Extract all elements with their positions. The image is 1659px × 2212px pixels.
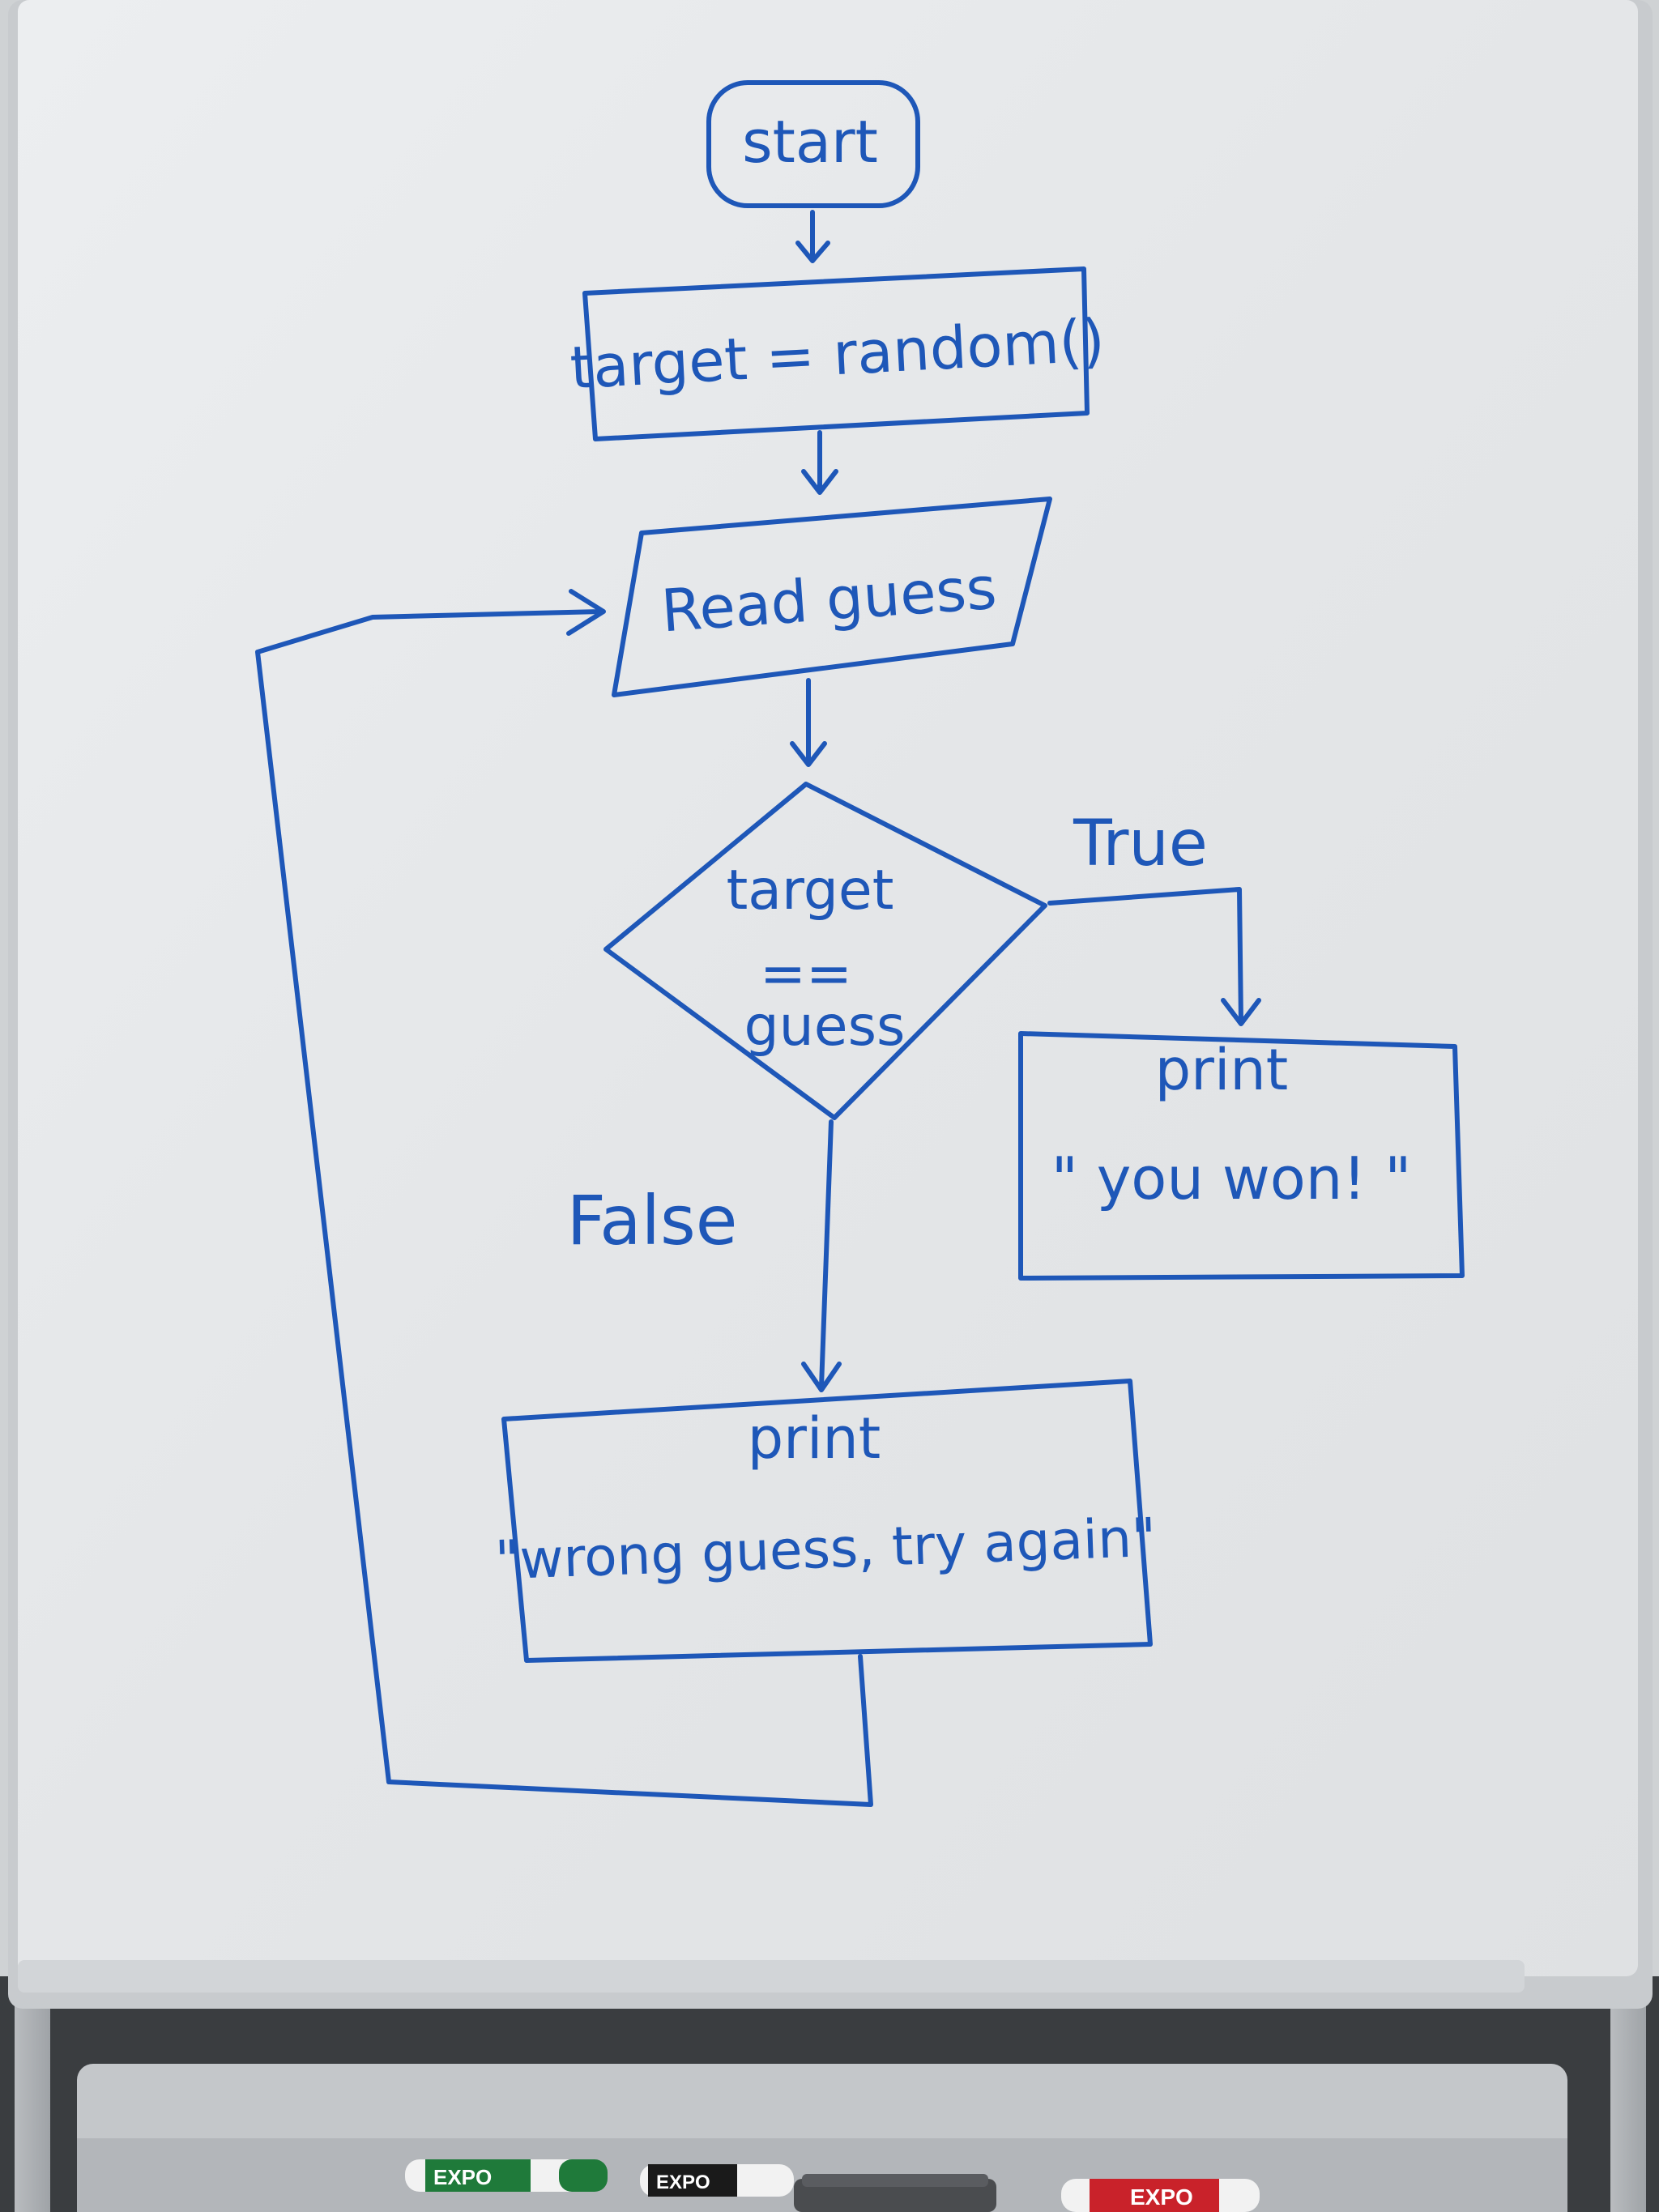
decision-line-3: guess (744, 995, 906, 1059)
red-marker-brand: EXPO (1130, 2184, 1193, 2210)
black-marker-brand: EXPO (656, 2172, 710, 2193)
arrow-start-to-init (795, 210, 830, 263)
decision-line-2: == (760, 942, 852, 1006)
decision-diamond (603, 782, 1047, 1120)
wrong-output-box (501, 1379, 1153, 1663)
red-marker[interactable]: EXPO (1061, 2179, 1260, 2212)
arrow-true-branch (1047, 887, 1261, 1026)
black-marker[interactable]: EXPO (640, 2164, 794, 2197)
start-label: start (742, 108, 878, 176)
arrow-read-to-decision (790, 678, 827, 767)
wrong-print-keyword: print (748, 1405, 881, 1472)
eraser[interactable] (794, 2174, 996, 2212)
won-message: " you won! " (1051, 1144, 1412, 1213)
won-print-keyword: print (1155, 1037, 1288, 1103)
green-marker[interactable]: EXPO (405, 2159, 608, 2192)
true-label: True (1073, 808, 1208, 880)
read-input-box (612, 497, 1052, 697)
green-marker-brand: EXPO (433, 2165, 492, 2189)
arrow-loop-back (255, 589, 873, 1807)
board-bottom-edge (18, 1960, 1525, 1993)
arrow-false-branch (801, 1119, 842, 1392)
won-output-box (1018, 1031, 1465, 1281)
board-surface (18, 0, 1638, 1976)
false-label: False (567, 1181, 738, 1260)
start-terminal (706, 80, 920, 208)
init-process-box (582, 266, 1090, 441)
arrow-init-to-read (801, 430, 838, 495)
decision-line-1: target (727, 859, 894, 923)
